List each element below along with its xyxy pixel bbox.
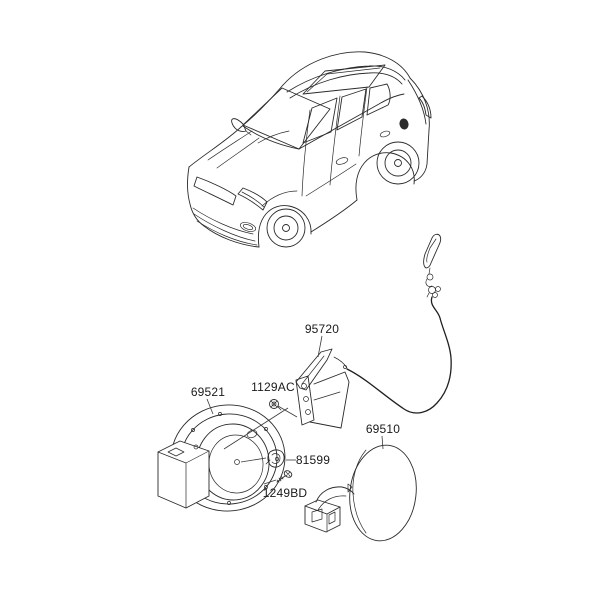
part-label-69510: 69510 bbox=[366, 422, 400, 436]
car-tail-light bbox=[418, 95, 432, 119]
car-front-face bbox=[187, 166, 205, 227]
car-quarter-window bbox=[366, 83, 391, 116]
part-label-69521: 69521 bbox=[191, 385, 225, 399]
car-roofline bbox=[282, 51, 411, 86]
leader-69521 bbox=[206, 398, 214, 415]
cable-grommet bbox=[426, 286, 441, 298]
parts-diagram: 95720 1129AC 69521 81599 1249BD 69510 bbox=[157, 233, 452, 542]
leader-69510 bbox=[381, 435, 384, 450]
car-cowl-line bbox=[242, 125, 300, 150]
part-label-81599: 81599 bbox=[296, 453, 330, 467]
car-headlight bbox=[237, 187, 268, 211]
fuel-door-hinge bbox=[304, 486, 355, 533]
car-bumper-line-2 bbox=[193, 213, 256, 242]
leader-1129ac-to-housing bbox=[223, 407, 289, 450]
car-bumper-bottom bbox=[203, 225, 260, 248]
car-front-wheel bbox=[266, 208, 306, 248]
leader-95720 bbox=[317, 335, 323, 358]
car-bumper-line-1 bbox=[192, 207, 254, 235]
car-rear-wheel-arch bbox=[355, 152, 415, 201]
part-label-95720: 95720 bbox=[305, 322, 339, 336]
car-hood-crease-2 bbox=[216, 137, 260, 169]
car-wiper-line bbox=[257, 130, 290, 144]
car-windshield bbox=[242, 87, 331, 150]
car-door-handle-rear bbox=[379, 130, 391, 138]
car-bumper-line-3 bbox=[196, 220, 258, 246]
vehicle-illustration bbox=[187, 51, 432, 248]
car-hood-crease-1 bbox=[207, 130, 253, 161]
leader-1129ac-to-bracket bbox=[277, 405, 298, 418]
car-rear-door-window bbox=[336, 88, 367, 131]
part-label-1129ac: 1129AC bbox=[251, 380, 295, 394]
car-hood-edge bbox=[188, 126, 242, 168]
car-fender-line bbox=[261, 190, 298, 207]
part-81599-catch-drawing bbox=[265, 449, 285, 468]
car-liftgate-edge bbox=[407, 79, 427, 125]
part-95720-opener-drawing bbox=[295, 348, 350, 429]
car-roof-rail-outer bbox=[286, 65, 406, 93]
car-front-door-window bbox=[302, 97, 338, 144]
car-grille bbox=[193, 176, 237, 206]
car-front-wheel-arch bbox=[257, 205, 312, 248]
car-sunroof bbox=[302, 64, 386, 95]
car-door-seam-rear bbox=[358, 86, 368, 157]
car-fog-lamp bbox=[239, 222, 257, 232]
leader-1249bd bbox=[263, 479, 277, 485]
leader-housing-to-catch bbox=[240, 457, 267, 463]
part-69521-housing-drawing bbox=[157, 404, 286, 512]
car-door-handle-front bbox=[335, 157, 349, 165]
part-69510-fuel-door-drawing bbox=[304, 444, 417, 542]
car-door-seam-front bbox=[301, 109, 311, 197]
car-rear-wheel bbox=[376, 141, 420, 185]
release-cable-drawing bbox=[346, 296, 452, 414]
housing-side-box bbox=[157, 440, 210, 509]
car-rear-pillar bbox=[409, 77, 430, 131]
car-roof-rail-inner bbox=[289, 72, 403, 99]
leader-lines bbox=[206, 335, 384, 485]
car-door-seam-mid bbox=[329, 95, 341, 186]
part-1249bd-screw-drawing bbox=[276, 470, 293, 483]
car-beltline bbox=[298, 93, 405, 150]
car-sill-line bbox=[305, 163, 357, 197]
part-label-1249bd: 1249BD bbox=[263, 486, 308, 500]
car-rear-lower bbox=[413, 129, 430, 182]
part-1129ac-bolt-drawing bbox=[269, 399, 282, 411]
fuel-door-location-marker bbox=[399, 118, 409, 130]
release-handle-drawing bbox=[423, 233, 442, 298]
part-labels: 95720 1129AC 69521 81599 1249BD 69510 bbox=[191, 322, 400, 500]
car-rocker-line bbox=[310, 199, 358, 233]
